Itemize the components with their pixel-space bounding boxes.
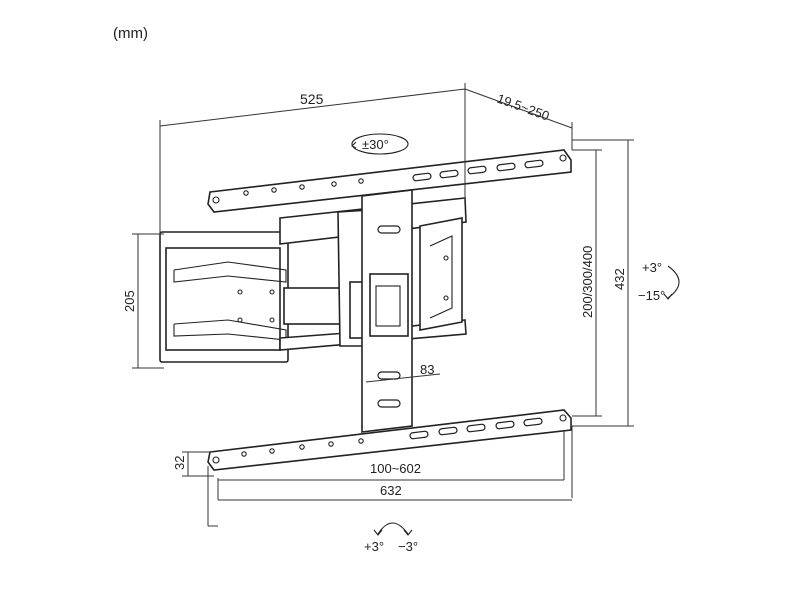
width-label: 525 bbox=[300, 91, 324, 107]
center-bracket bbox=[361, 189, 413, 433]
swivel-indicator: ±30° bbox=[351, 133, 409, 155]
dim-depth: 19.5~250 bbox=[464, 88, 573, 150]
wall-plate bbox=[159, 231, 289, 363]
dim-overall-width: 632 bbox=[207, 426, 573, 527]
dim-arm-height: 205 bbox=[122, 233, 164, 369]
bottom-rail bbox=[207, 409, 572, 471]
dim-vesa-horizontal: 100~602 bbox=[217, 430, 565, 500]
dim-width: 525 bbox=[159, 83, 466, 236]
overall-height-label: 432 bbox=[612, 268, 627, 290]
dim-vesa-vertical: 200/300/400 bbox=[572, 149, 602, 417]
overall-width-label: 632 bbox=[380, 483, 402, 498]
dim-overall-height: 432 bbox=[572, 139, 634, 427]
arm-height-label: 205 bbox=[122, 290, 137, 312]
tilt-up-label: +3° bbox=[642, 260, 662, 275]
vesa-horizontal-label: 100~602 bbox=[370, 461, 421, 476]
vesa-vertical-label: 200/300/400 bbox=[580, 246, 595, 318]
level-minus-label: −3° bbox=[398, 539, 418, 554]
units-label: (mm) bbox=[113, 25, 148, 42]
depth-label: 19.5~250 bbox=[495, 91, 551, 124]
swivel-label: ±30° bbox=[362, 137, 389, 152]
dim-center-width: 83 bbox=[365, 362, 441, 383]
level-plus-label: +3° bbox=[364, 539, 384, 554]
tilt-down-label: −15° bbox=[638, 288, 665, 303]
dim-rail-thickness: 32 bbox=[172, 451, 214, 477]
top-rail bbox=[207, 149, 572, 213]
center-width-label: 83 bbox=[420, 362, 434, 377]
rail-thickness-label: 32 bbox=[172, 456, 187, 470]
level-indicator: +3° −3° bbox=[364, 522, 418, 554]
tilt-indicator: +3° −15° bbox=[638, 260, 680, 303]
